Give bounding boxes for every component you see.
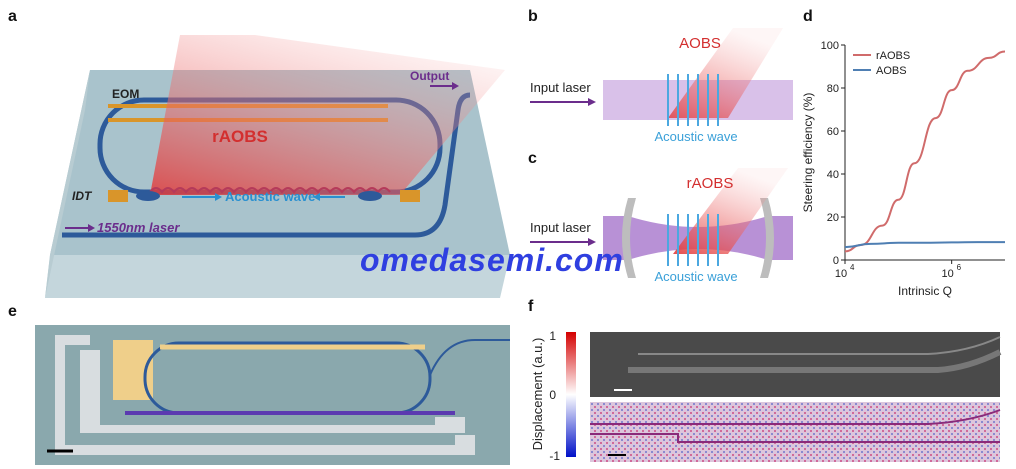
y-tick-label: 0 [833,255,839,267]
label-acoustic-wave-b: Acoustic wave [654,129,737,144]
panel-f: Displacement (a.u.) 1 0 -1 [530,329,1002,463]
acoustic-fronts-c [667,214,719,266]
chart-legend: rAOBS AOBS [853,50,910,77]
bus-waveguide-micrograph [429,339,510,376]
label-acoustic-wave-c: Acoustic wave [654,269,737,284]
panel-e-micrograph [35,325,510,465]
y-tick-label: 80 [827,83,839,95]
displacement-boundary-2 [590,409,1001,425]
panel-c-diagram: rAOBS Input laser Acoustic wave [530,168,793,284]
idt-left-pad [136,191,160,201]
y-tick-label: 40 [827,169,839,181]
legend-label-aobs: AOBS [876,65,907,77]
idt-right [400,190,420,202]
colorbar-tick-top: 1 [549,329,556,343]
input-arrow-c-head [588,238,596,246]
label-input-laser-c: Input laser [530,220,591,235]
watermark: omedasemi.com [360,242,624,278]
raobs-beam-c [673,168,788,254]
y-tick-label: 60 [827,126,839,138]
mirror-left [622,198,636,278]
acoustic-corrugation [149,187,391,194]
series-line-aobs [844,241,1005,249]
colorbar-label: Displacement (a.u.) [530,338,545,451]
panel-a-schematic: EOM Output rAOBS IDT Acoustic wave 1550n… [45,35,510,298]
label-aobs: AOBS [679,35,721,52]
output-arrow-head [452,82,459,90]
chip-side-face [45,70,90,298]
x-tick-exponent: 4 [850,263,855,272]
input-arrow-b-head [588,98,596,106]
panel-label-c: c [528,150,537,167]
label-acoustic-wave-a: Acoustic wave [225,189,315,204]
series-line-raobs [844,50,1006,253]
colorbar-tick-bot: -1 [549,449,560,463]
label-eom: EOM [112,87,139,101]
panel-label-a: a [8,8,17,25]
colorbar [566,332,576,457]
panel-label-f: f [528,298,534,315]
panel-label-e: e [8,303,17,320]
acoustic-fronts-b [667,74,719,126]
raobs-beam [150,35,505,195]
y-tick-label: 100 [821,40,839,52]
x-tick-label: 10 [835,268,847,280]
y-tick-label: 20 [827,212,839,224]
mirror-right [760,198,774,278]
chart-series [844,50,1006,253]
label-idt: IDT [72,189,93,203]
idt-left [108,190,128,202]
legend-label-raobs: rAOBS [876,50,910,62]
x-tick-label: 10 [942,268,954,280]
panel-label-d: d [803,8,813,25]
displacement-map [590,402,1000,462]
acoustic-arrow-left-head [313,193,320,201]
label-raobs-c: rAOBS [687,175,734,192]
label-input-laser-b: Input laser [530,80,591,95]
aobs-beam [668,28,783,118]
y-axis-label: Steering efficiency (%) [801,93,815,213]
sem-waveguide-top [638,336,1001,355]
sem-waveguide-main [628,349,1002,373]
x-axis-label: Intrinsic Q [898,284,952,298]
displacement-boundary-1 [590,433,1000,443]
label-laser: 1550nm laser [97,220,180,235]
idt-right-pad [358,191,382,201]
laser-arrow-head [88,224,95,232]
sem-image [590,332,1000,397]
colorbar-tick-mid: 0 [549,388,556,402]
chip-front-face [45,255,510,298]
label-raobs: rAOBS [212,127,268,146]
x-tick-exponent: 6 [957,263,962,272]
panel-b-diagram: AOBS Input laser Acoustic wave [530,28,793,144]
label-output: Output [410,69,449,83]
panel-label-b: b [528,8,538,25]
acoustic-arrow-right-head [215,193,222,201]
